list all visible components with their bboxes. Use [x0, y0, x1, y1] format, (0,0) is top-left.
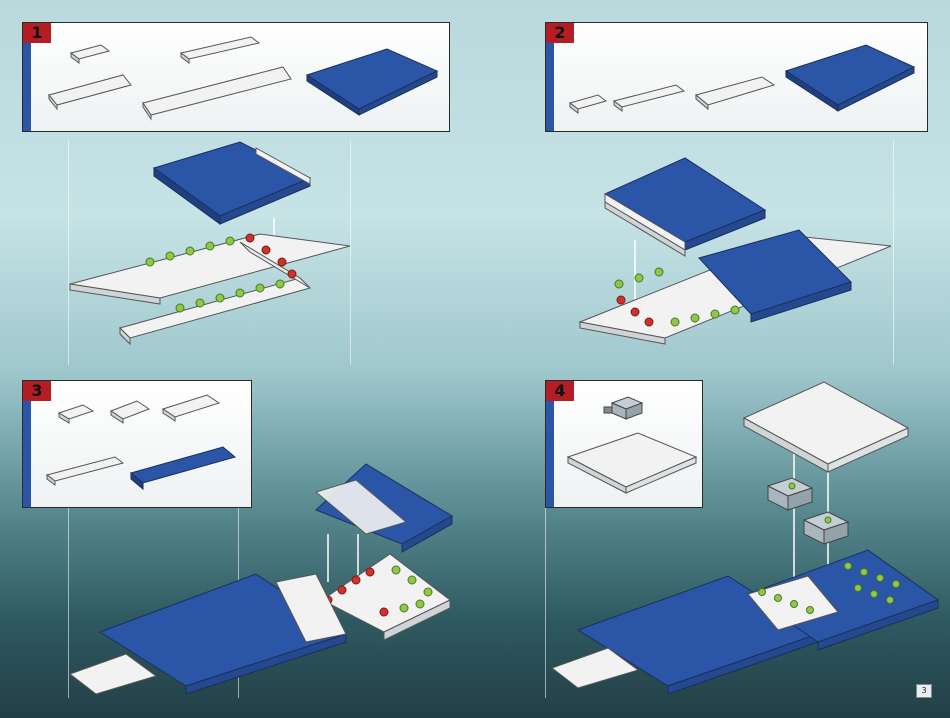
blue-base — [70, 574, 346, 694]
base-frame — [580, 230, 891, 344]
blue-base — [552, 550, 938, 694]
white-top-plate — [744, 382, 908, 472]
grey-hinge-brick — [768, 478, 812, 510]
parts-list-illustration — [23, 23, 451, 133]
parts-panel-step-2: 2 — [545, 22, 928, 132]
white-plate-small — [570, 95, 606, 113]
white-corner-plate — [59, 405, 93, 423]
white-plate-long — [614, 85, 684, 111]
white-plate-wide — [696, 77, 774, 109]
white-plate-square — [111, 401, 149, 423]
assembly-step-1 — [60, 138, 360, 353]
white-blue-subassembly — [605, 158, 765, 256]
blue-plate-attaching — [154, 142, 310, 224]
assembly-step-3 — [66, 462, 458, 698]
white-plate-long — [181, 37, 259, 63]
upper-subassembly — [316, 464, 452, 552]
page-number: 3 — [916, 684, 932, 698]
blue-plate-large — [786, 45, 914, 111]
assembly-step-4 — [548, 380, 950, 698]
grey-hinge-brick — [804, 512, 848, 544]
white-plate-wide — [49, 75, 131, 109]
blue-plate-large — [307, 49, 437, 115]
white-plate-wide — [163, 395, 219, 421]
parts-panel-step-1: 1 — [22, 22, 450, 132]
white-plate-small — [71, 45, 109, 63]
guide-line — [545, 508, 546, 698]
assembly-step-2 — [575, 150, 895, 350]
white-plate-extra-long — [143, 67, 291, 119]
parts-list-illustration — [546, 23, 929, 133]
